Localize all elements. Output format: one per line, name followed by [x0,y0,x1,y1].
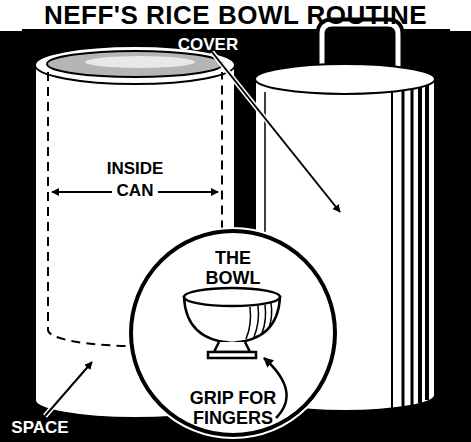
title-rule [22,29,450,31]
leader-line [45,362,92,416]
leader-line [212,52,340,212]
opening-highlight [85,56,195,68]
title: NEFF'S RICE BOWL ROUTINE [0,1,471,29]
width-arrow [52,191,112,193]
can-opening [47,51,223,77]
cover-handle [322,24,398,74]
bowl-foot [214,342,250,352]
leader-line [212,52,340,212]
width-arrow [158,191,218,193]
inset-circle: THE BOWL GRIP FOR FINGERS [126,226,340,440]
part-label: COVER [168,34,248,56]
cover-handle [322,24,398,74]
part-label: SPACE [2,417,78,439]
bowl-base [208,352,256,358]
grip-arrow [264,358,287,418]
leader-line [45,362,92,416]
cover-top [255,64,435,94]
part-label: INSIDE CAN [96,158,174,202]
black-panel [0,31,471,442]
bowl-body [184,297,280,343]
circle-ring [127,227,339,439]
bowl-rim [184,288,280,306]
inset-caption: GRIP FOR FINGERS [178,388,288,428]
circle-border [131,231,335,435]
bowl-shading [246,303,272,339]
inset-heading: THE BOWL [188,248,278,288]
